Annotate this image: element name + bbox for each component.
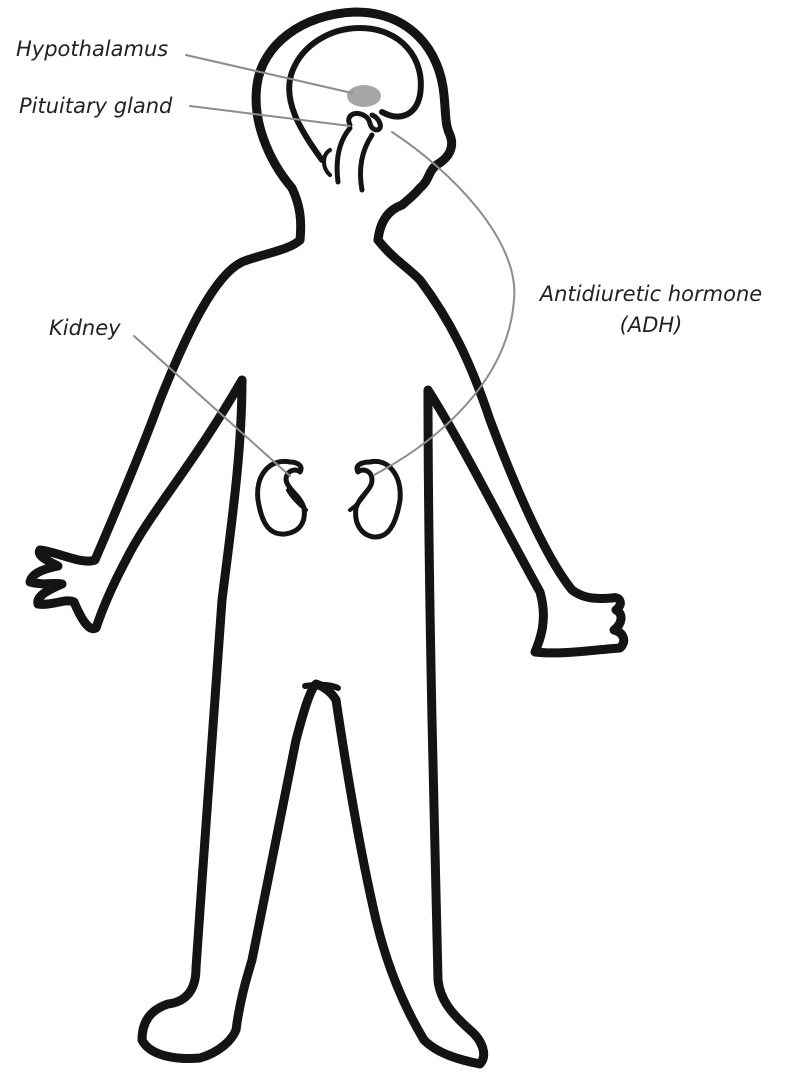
body-outline	[30, 240, 624, 1064]
pituitary-gland-label: Pituitary gland	[19, 94, 172, 119]
pituitary-gland-shape	[349, 113, 381, 130]
hypothalamus-shape	[347, 85, 381, 107]
head-outline	[256, 12, 452, 240]
adh-label-line2: (ADH)	[520, 310, 782, 341]
kidney-left-shape	[258, 461, 305, 534]
kidney-label: Kidney	[49, 316, 121, 341]
hypothalamus-label: Hypothalamus	[16, 37, 168, 62]
brainstem-line-right	[360, 135, 372, 190]
ear-line	[324, 150, 330, 175]
brainstem-line-left	[337, 128, 350, 182]
adh-label: Antidiuretic hormone (ADH)	[520, 279, 782, 341]
leader-line-pituitary	[190, 106, 350, 126]
waist-line	[305, 685, 338, 688]
adh-label-line1: Antidiuretic hormone	[520, 279, 782, 310]
